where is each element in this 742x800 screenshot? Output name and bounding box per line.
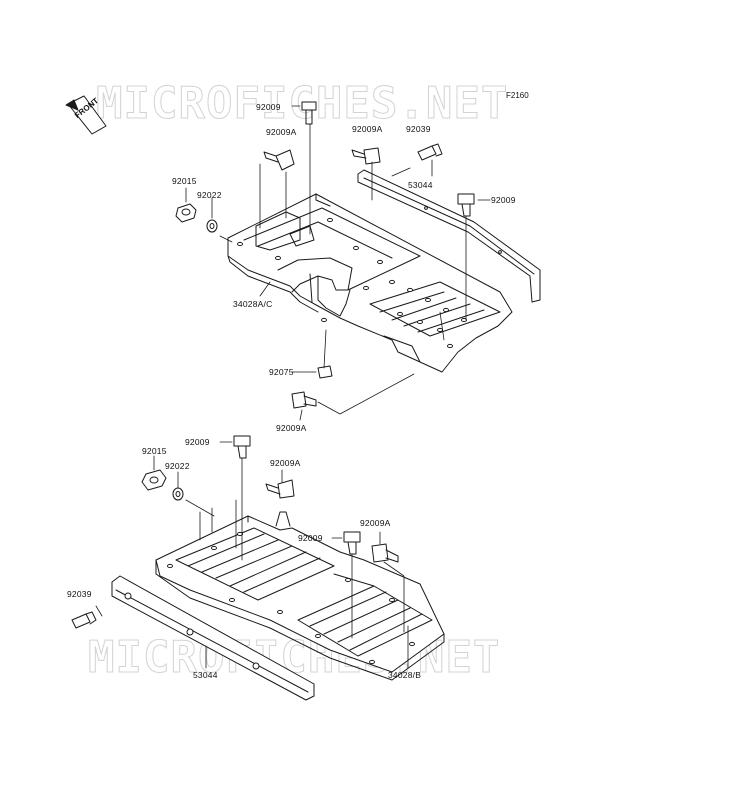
top-bolt-92009a-b-icon <box>351 147 381 165</box>
callout-bot-53044: 53044 <box>193 670 218 680</box>
callout-bot-92039: 92039 <box>67 589 92 599</box>
top-nut-92015-icon <box>175 203 197 223</box>
top-bolt-92039-icon <box>417 143 443 161</box>
bottom-rail-53044 <box>111 575 315 701</box>
callout-top-53044: 53044 <box>408 180 433 190</box>
bottom-nut-92015-icon <box>141 469 167 491</box>
bottom-bolt-92009-a-icon <box>233 435 251 459</box>
callout-top-92009-b: 92009 <box>491 195 516 205</box>
callout-top-34028ac: 34028A/C <box>233 299 273 309</box>
callout-bot-92009a-a: 92009A <box>270 458 301 468</box>
callout-bot-92009a-b: 92009A <box>360 518 391 528</box>
callout-top-92015: 92015 <box>172 176 197 186</box>
top-bolt-92009a-c-icon <box>291 391 317 409</box>
callout-top-92009a-c: 92009A <box>276 423 307 433</box>
callout-top-92022: 92022 <box>197 190 222 200</box>
bottom-bolt-92039-icon <box>71 611 97 629</box>
callout-top-92009a-b: 92009A <box>352 124 383 134</box>
top-bolt-92009a-a-icon <box>263 149 295 171</box>
callout-top-92009-a: 92009 <box>256 102 281 112</box>
bottom-carrier-plate <box>155 511 445 681</box>
top-rail-53044 <box>357 169 541 303</box>
front-arrow-icon <box>65 95 107 135</box>
bottom-bolt-92009-b-icon <box>343 531 361 555</box>
bottom-bolt-92009a-a-icon <box>265 479 295 499</box>
callout-bot-92015: 92015 <box>142 446 167 456</box>
callout-bot-92009-b: 92009 <box>298 533 323 543</box>
bottom-washer-92022-icon <box>172 487 184 501</box>
callout-bot-34028b: 34028/B <box>388 670 422 680</box>
top-nut-92075-icon <box>317 365 333 379</box>
bottom-bolt-92009a-b-icon <box>371 543 399 563</box>
figure-id: F2160 <box>506 91 529 100</box>
callout-top-92009a-a: 92009A <box>266 127 297 137</box>
callout-top-92039: 92039 <box>406 124 431 134</box>
callout-bot-92022: 92022 <box>165 461 190 471</box>
top-bolt-92009-b-icon <box>457 193 475 217</box>
top-washer-92022-icon <box>206 219 218 233</box>
callout-top-92075: 92075 <box>269 367 294 377</box>
top-bolt-92009-a-icon <box>301 101 317 125</box>
callout-bot-92009-a: 92009 <box>185 437 210 447</box>
